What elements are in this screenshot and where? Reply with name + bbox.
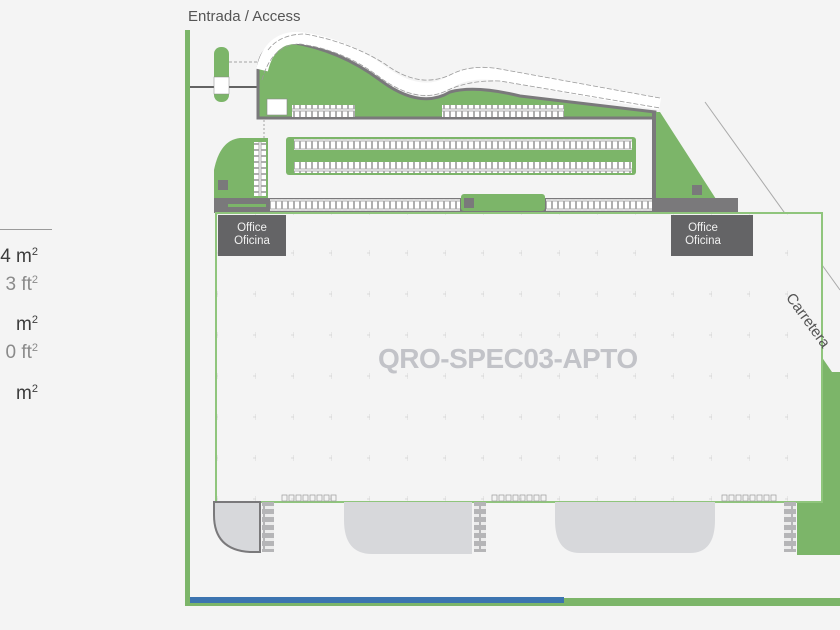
office-west — [218, 215, 286, 256]
office-east-label-en: Office — [688, 222, 718, 234]
entrance-label: Entrada / Access — [188, 8, 301, 25]
ramp-2 — [474, 502, 486, 552]
column-grid — [217, 214, 821, 501]
office-west-label-es: Oficina — [234, 235, 270, 247]
parking-row-center-2 — [294, 162, 632, 173]
parking-row-center-1 — [294, 139, 632, 150]
truck-pad-west — [213, 501, 261, 553]
dock-doors-3 — [721, 494, 777, 502]
property-boundary-south-blue — [190, 597, 564, 603]
gatehouse — [213, 76, 230, 95]
utility-box-east — [692, 185, 702, 195]
area-3-m2: m2 — [16, 383, 38, 404]
ramp-3 — [784, 502, 796, 552]
parking-row-north-1 — [292, 105, 355, 117]
utility-box-west — [218, 180, 228, 190]
truck-pad-center-2 — [555, 502, 715, 553]
office-east-label-es: Oficina — [685, 235, 721, 247]
area-1-ft2: 3 ft2 — [5, 274, 38, 295]
truck-pad-center-1 — [344, 502, 472, 554]
parking-row-band-2 — [546, 199, 652, 211]
building-name: QRO-SPEC03-APTO — [378, 343, 638, 374]
area-2-ft2: 0 ft2 — [5, 342, 38, 363]
dock-doors-1 — [281, 494, 337, 502]
property-boundary-west — [185, 30, 190, 604]
guard-booth — [266, 98, 288, 116]
office-east-label: Office Oficina — [671, 222, 735, 248]
office-west-label-en: Office — [237, 222, 267, 234]
parking-row-north-2 — [442, 105, 564, 117]
parking-row-west — [254, 142, 266, 196]
area-2-m2: m2 — [16, 314, 38, 335]
divider — [0, 229, 52, 230]
office-east — [671, 215, 753, 256]
access-road-edge-outer — [267, 33, 661, 99]
access-road — [256, 31, 662, 110]
office-west-label: Office Oficina — [218, 222, 286, 248]
area-summary-panel: 4 m2 3 ft2 m2 0 ft2 m2 — [0, 0, 180, 630]
east-vertical-wall — [652, 112, 656, 202]
parking-island-band — [461, 194, 545, 211]
dock-doors-2 — [491, 494, 547, 502]
utility-box-band — [464, 198, 474, 208]
north-green-strip — [228, 204, 266, 207]
parking-row-band-1 — [270, 199, 460, 211]
area-1-m2: 4 m2 — [0, 246, 38, 267]
ramp-1 — [262, 502, 274, 552]
access-road-edge-inner — [261, 43, 661, 109]
